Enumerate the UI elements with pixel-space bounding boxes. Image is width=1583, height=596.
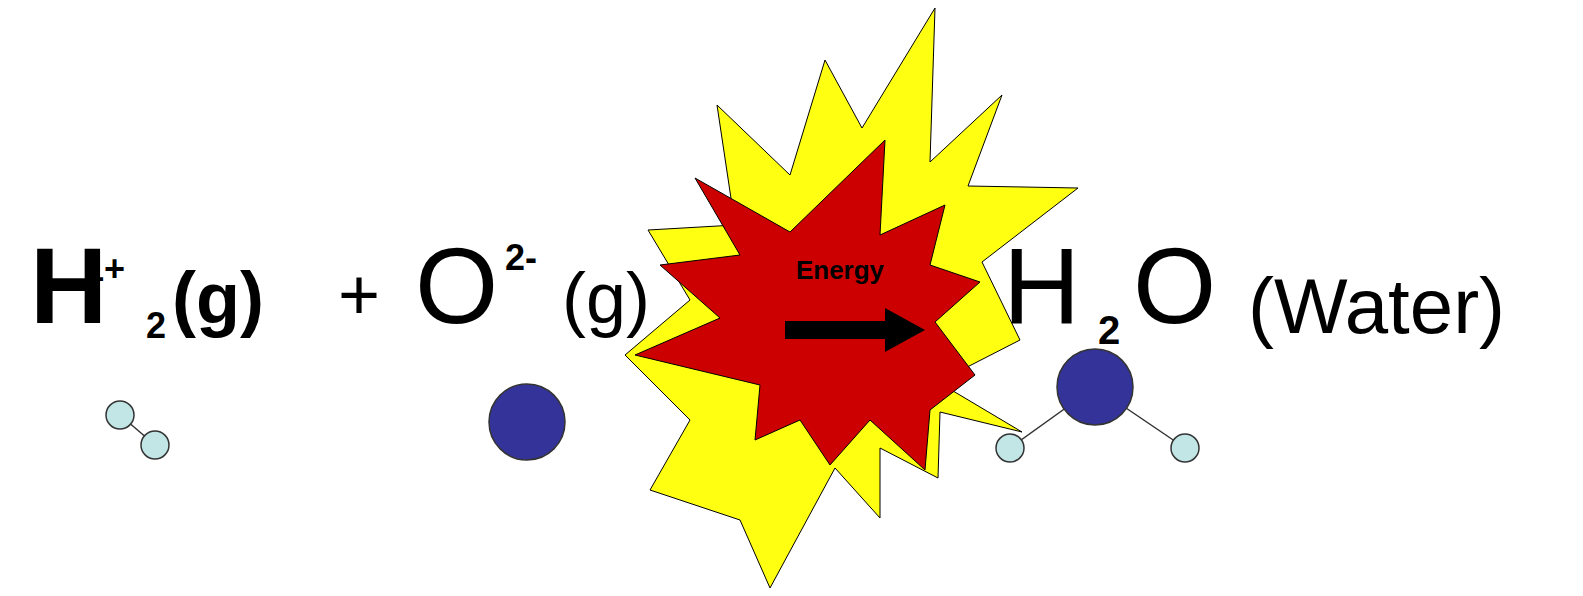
formula-text: H xyxy=(1003,233,1080,340)
reaction-arrow-head xyxy=(885,308,925,352)
formula-text: 1+ xyxy=(84,251,125,287)
energy-label: Energy xyxy=(796,257,884,283)
hydrogen-atom xyxy=(106,401,134,429)
formula-text: O xyxy=(415,233,498,340)
formula-text: 2 xyxy=(1098,310,1120,350)
oxygen-atom xyxy=(1057,349,1133,425)
formula-text: + xyxy=(338,258,380,330)
formula-text: (g) xyxy=(172,262,264,334)
formula-text: 2 xyxy=(146,308,166,344)
formula-text: O xyxy=(1133,233,1216,340)
inner-burst xyxy=(635,140,980,470)
formula-text: 2- xyxy=(505,240,537,276)
hydrogen-atom xyxy=(1171,434,1199,462)
formula-text: (g) xyxy=(562,262,650,334)
reaction-arrow-shaft xyxy=(785,321,890,339)
formula-text: (Water) xyxy=(1248,267,1505,345)
oxygen-atom xyxy=(489,384,565,460)
hydrogen-atom xyxy=(996,434,1024,462)
hydrogen-atom xyxy=(141,431,169,459)
